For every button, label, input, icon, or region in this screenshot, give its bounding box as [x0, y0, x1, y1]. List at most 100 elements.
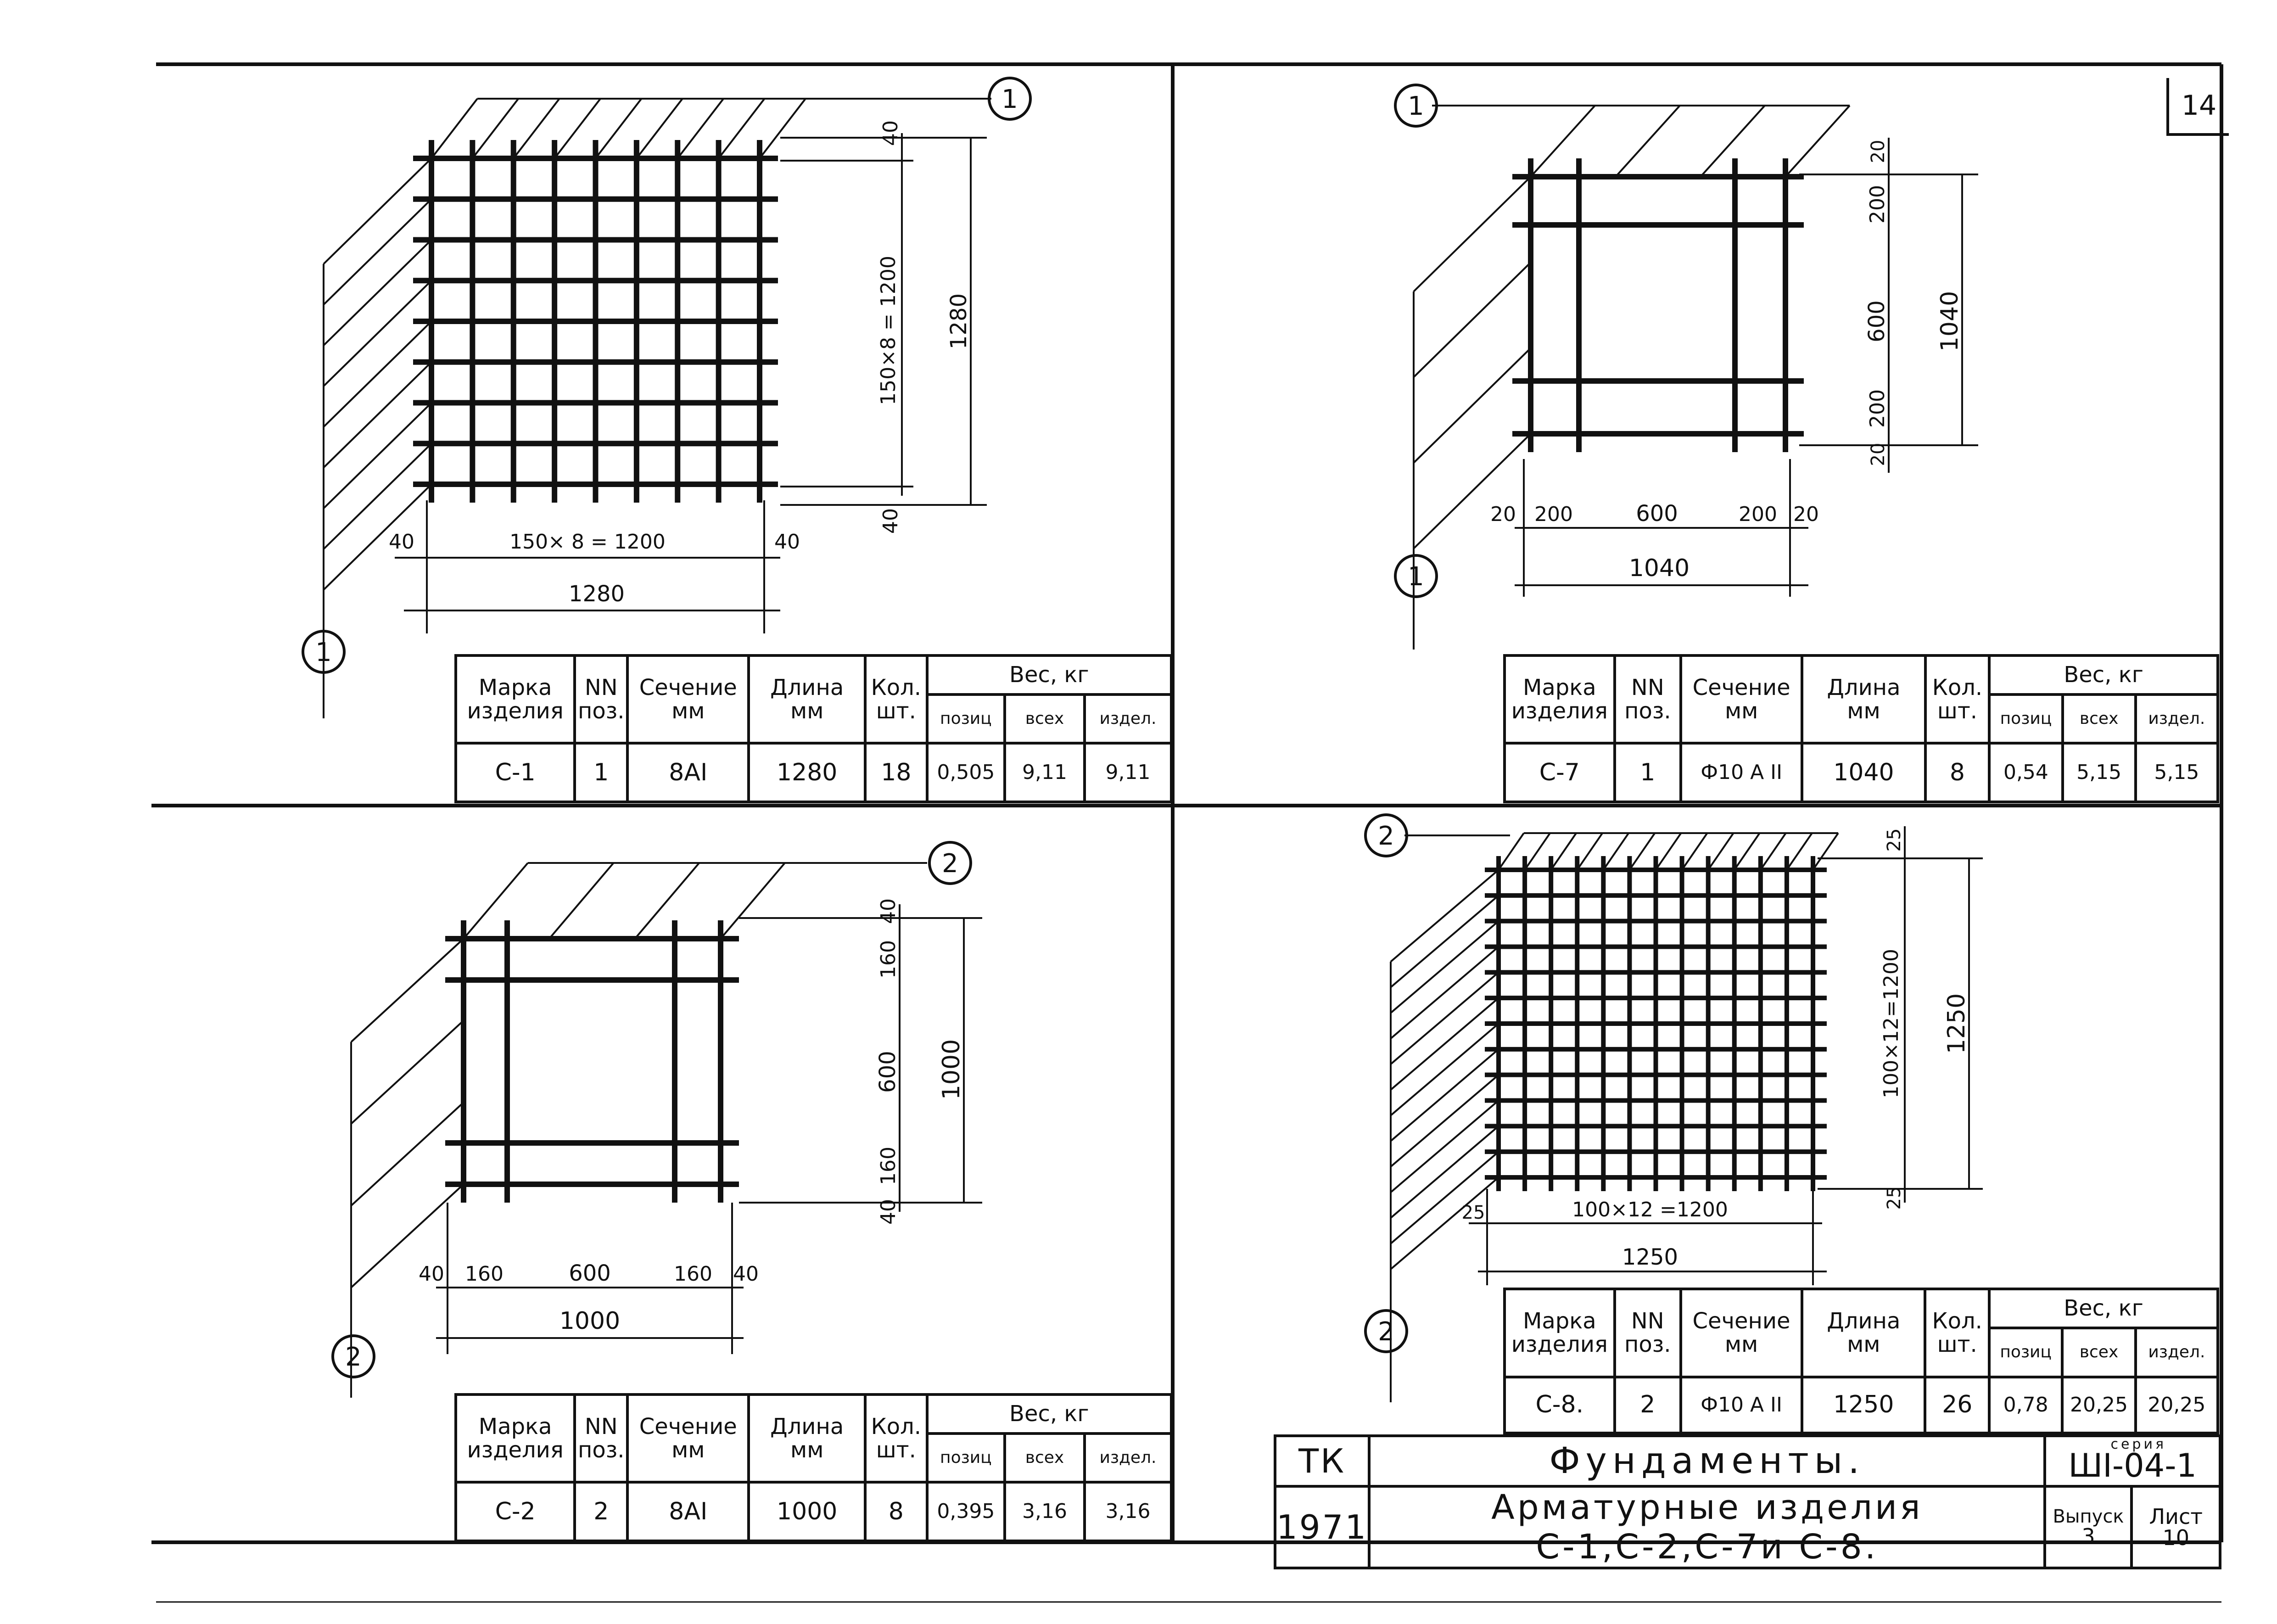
quantity-header: Кол.шт.	[1924, 654, 1991, 745]
quantity-cell: 8	[863, 1481, 929, 1542]
section-cell: 8АI	[626, 742, 750, 803]
weight-all-header: всех	[2061, 693, 2137, 745]
dim-label: 1250	[1622, 1244, 1678, 1270]
length-cell: 1250	[1801, 1375, 1927, 1435]
hatch-line	[1413, 347, 1532, 464]
dim-label: 1040	[1936, 291, 1964, 352]
hatch-line	[323, 442, 432, 550]
hatch-line	[1413, 262, 1532, 378]
hatch-line	[634, 862, 700, 940]
hatch-line	[1390, 1176, 1499, 1270]
section-cell: Ф10 А II	[1679, 1375, 1804, 1435]
dim-label: 100×12 =1200	[1572, 1198, 1728, 1221]
dim-label: 1000	[559, 1307, 620, 1335]
dim-label: 25	[1884, 829, 1905, 852]
weight-item-cell: 20,25	[2134, 1375, 2220, 1435]
sheet-frame	[151, 62, 2223, 1603]
hatch-line	[1707, 832, 1734, 871]
hatch-line	[1602, 832, 1629, 871]
dim-label: 1280	[569, 581, 625, 607]
hatch-line	[1530, 105, 1596, 178]
hatch-line	[1390, 869, 1499, 963]
weight-item-cell: 3,16	[1083, 1481, 1173, 1542]
dim-label: 1280	[946, 293, 972, 349]
title-block: ТК Фундаменты. серия ШI-04-1 1971 Армату…	[1273, 1434, 2221, 1569]
weight-item-header: издел.	[2134, 693, 2220, 745]
dim-label: 25	[1884, 1187, 1905, 1210]
hatch-line	[1390, 971, 1499, 1065]
weight-all-header: всех	[2061, 1327, 2137, 1378]
dim-label: 40	[877, 898, 900, 924]
mesh-c7-bars	[1512, 158, 1804, 452]
weight-position-header: позиц	[925, 1432, 1007, 1484]
table-row: С-2 2 8АI 1000 8 0,395 3,16 3,16	[454, 1481, 1173, 1542]
hatch-line	[1760, 832, 1787, 871]
hatch-line	[350, 1019, 464, 1125]
hatch-line	[323, 361, 432, 469]
hatch-line	[677, 98, 724, 159]
quantity-header: Кол.шт.	[1924, 1288, 1991, 1378]
hatch-line	[1390, 1023, 1499, 1116]
weight-all-cell: 3,16	[1003, 1481, 1086, 1542]
mesh-c2-bars	[445, 920, 739, 1203]
mesh-c1-bars	[413, 140, 778, 503]
position-marker	[1394, 84, 1438, 128]
position-marker	[1364, 1309, 1408, 1353]
table-row: С-1 1 8АI 1280 18 0,505 9,11 9,11	[454, 742, 1173, 803]
weight-item-header: издел.	[1083, 693, 1173, 745]
position-cell: 2	[1613, 1375, 1682, 1435]
hatch-line	[1785, 105, 1851, 178]
dim-label: 200	[1866, 185, 1889, 224]
dim-label: 20	[1793, 503, 1819, 526]
mark-cell: С-7	[1503, 742, 1616, 803]
position-marker	[1394, 554, 1438, 598]
dim-label: 200	[1739, 503, 1777, 526]
hatch-line	[323, 157, 432, 265]
dim-label: 160	[877, 940, 900, 979]
position-cell: 1	[573, 742, 629, 803]
hatch-line	[759, 98, 806, 159]
dim-label: 20	[1868, 140, 1889, 163]
dim-label: 40	[733, 1262, 759, 1286]
weight-position-cell: 0,54	[1988, 742, 2064, 803]
dim-label: 100×12=1200	[1880, 949, 1903, 1098]
hatch-line	[1576, 832, 1603, 871]
hatch-line	[720, 862, 786, 940]
dim-label: 160	[877, 1147, 900, 1185]
dim-label: 600	[1864, 300, 1890, 342]
dim-label: 160	[465, 1262, 504, 1286]
hatch-line	[1390, 1048, 1499, 1142]
position-marker-label: 1	[1001, 84, 1018, 114]
hatch-line	[1390, 1125, 1499, 1219]
weight-all-header: всех	[1003, 1432, 1086, 1484]
hatch-line	[1524, 832, 1551, 871]
mesh-c8-hatch	[1390, 832, 1839, 1402]
mesh-c1-drawing	[302, 77, 1032, 718]
length-cell: 1040	[1801, 742, 1927, 803]
weight-item-header: издел.	[1083, 1432, 1173, 1484]
weight-position-cell: 0,505	[925, 742, 1007, 803]
hatch-line	[463, 862, 529, 940]
weight-position-header: позиц	[1987, 1327, 2064, 1378]
weight-position-header: позиц	[1988, 693, 2064, 745]
position-marker-label: 1	[1408, 91, 1424, 121]
dim-label: 600	[875, 1051, 901, 1093]
weight-header: Вес, кг	[925, 1393, 1173, 1435]
series-value: ШI-04-1	[2068, 1447, 2197, 1484]
mesh-c8-drawing	[1364, 813, 1983, 1402]
dim-label: 1040	[1629, 554, 1690, 582]
position-marker-label: 1	[1408, 562, 1424, 592]
hatch-line	[323, 239, 432, 346]
hatch-line	[323, 483, 432, 591]
quantity-cell: 18	[863, 742, 929, 803]
weight-header: Вес, кг	[1988, 654, 2219, 696]
hatch-line	[554, 98, 601, 159]
